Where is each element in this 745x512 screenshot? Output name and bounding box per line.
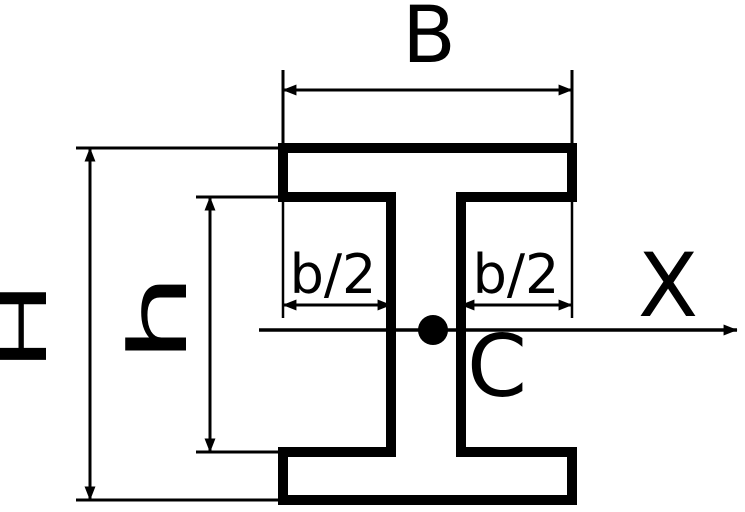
label-half-flange-right: b/2 — [473, 243, 560, 306]
dimension-flange-width — [281, 70, 574, 143]
dimension-total-height — [76, 146, 281, 502]
label-centroid: C — [467, 317, 527, 417]
label-half-flange-left: b/2 — [290, 243, 377, 306]
label-flange-width: B — [402, 0, 456, 81]
dimension-half-flange-left — [281, 202, 392, 318]
dimension-web-height — [196, 195, 286, 454]
dimension-half-flange-right — [460, 202, 574, 318]
centroid-dot — [418, 315, 448, 345]
label-web-height: h — [113, 272, 206, 363]
label-x-axis: X — [638, 234, 698, 337]
label-total-height: H — [0, 280, 61, 371]
